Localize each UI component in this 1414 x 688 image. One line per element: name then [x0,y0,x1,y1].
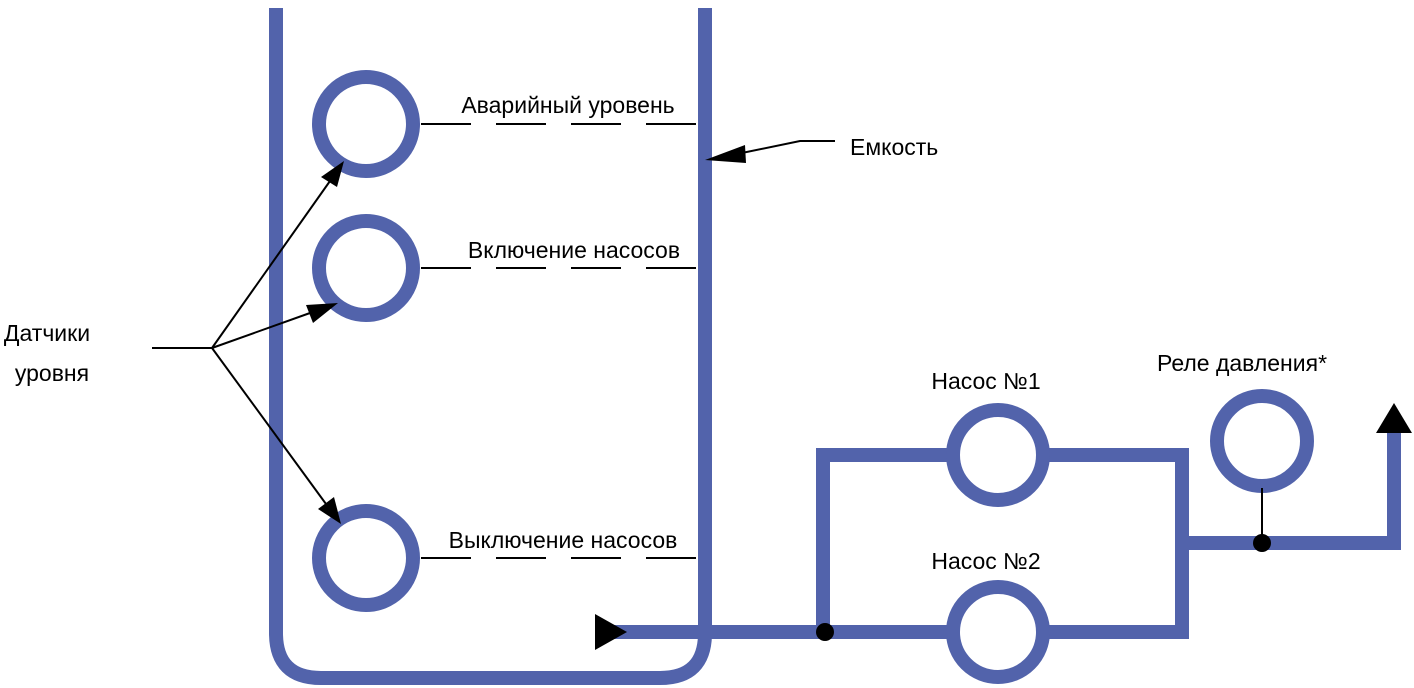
tank-leader-line [736,140,835,155]
sensor-leader-2 [211,312,311,349]
pump-1-label: Насос №1 [931,368,1040,394]
pumps-off-label: Выключение насосов [449,527,678,553]
sensor-arrow-2-icon [306,303,338,323]
tank-wall [269,8,712,685]
pressure-relay [1210,389,1314,493]
pressure-relay-junction [1253,534,1271,552]
pumps-off-sensor [312,504,420,612]
pump-2-label: Насос №2 [931,548,1040,574]
manifold-junction [816,623,834,641]
pumps-on-label: Включение насосов [468,237,680,263]
tank-leader-arrow-icon [705,145,746,163]
pump-1 [946,403,1050,507]
level-sensors-label-line2: уровня [15,360,89,386]
sensor-arrow-3-icon [318,497,341,524]
emergency-level-label: Аварийный уровень [461,92,674,118]
pumps-on-sensor [312,214,420,322]
tank-label: Емкость [850,134,938,160]
flow-arrow-icon [595,614,627,650]
sensor-leader-3 [211,347,327,505]
sensor-leader-1 [211,180,331,349]
sensor-arrow-1-icon [321,161,344,187]
level-sensors-label-line1: Датчики [4,320,90,346]
outlet-arrow-icon [1376,403,1412,433]
pressure-outlet-pipe [1175,432,1401,550]
pressure-relay-label: Реле давления* [1157,350,1327,376]
pump-manifold [816,448,1189,639]
emergency-level-sensor [312,70,420,178]
pump-2 [946,580,1050,684]
